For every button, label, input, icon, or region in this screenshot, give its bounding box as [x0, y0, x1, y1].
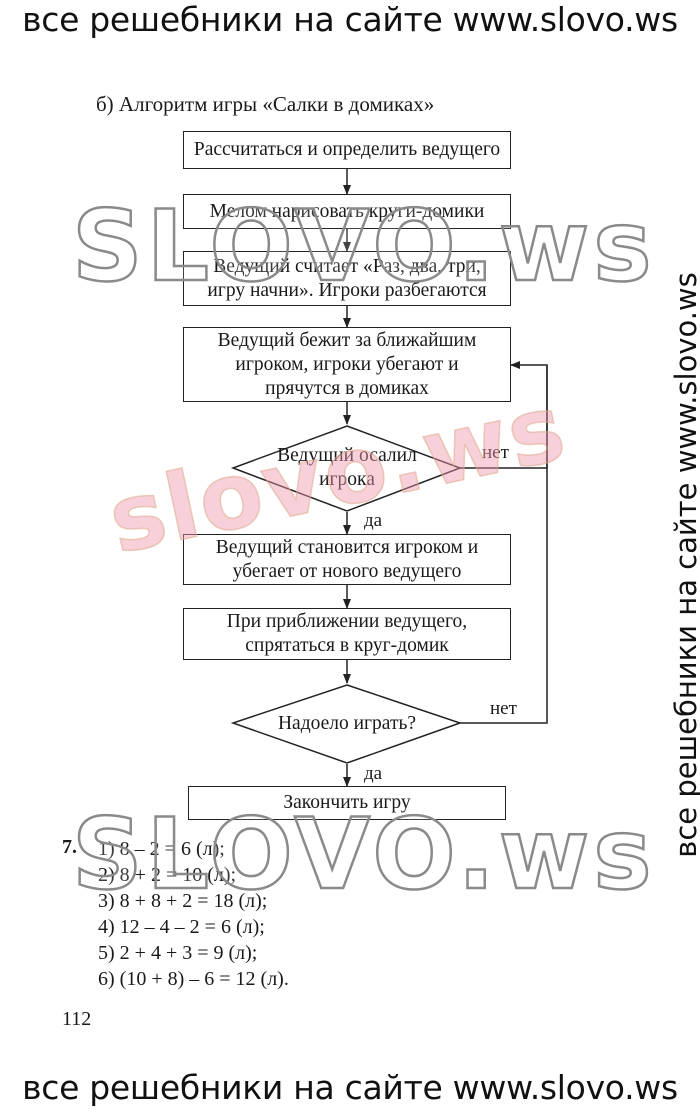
bottom-banner: все решебники на сайте www.slovo.ws — [22, 1068, 678, 1107]
decision-1-yes-label: да — [364, 510, 383, 531]
decision-1-diamond — [230, 425, 463, 512]
end-box: Закончить игру — [188, 786, 506, 820]
equation-4: 4) 12 – 4 – 2 = 6 (л); — [98, 916, 265, 938]
step-2-box: Мелом нарисовать круги-домики — [183, 194, 511, 229]
equation-1: 1) 8 – 2 = 6 (л); — [98, 838, 225, 860]
step-2-text: Мелом нарисовать круги-домики — [209, 200, 485, 222]
decision-2-no-label: нет — [490, 698, 517, 719]
equation-2: 2) 8 + 2 = 10 (л); — [98, 864, 237, 886]
decision-1-no-label: нет — [482, 442, 509, 463]
decision-2-yes-label: да — [364, 763, 383, 784]
top-banner: все решебники на сайте www.slovo.ws — [22, 0, 678, 39]
algorithm-caption: б) Алгоритм игры «Салки в домиках» — [96, 92, 435, 116]
equation-3: 3) 8 + 8 + 2 = 18 (л); — [98, 890, 268, 912]
decision-1-label: Ведущий осалил игрока — [277, 445, 417, 490]
page-number: 112 — [62, 1008, 92, 1030]
step-4-box: Ведущий бежит за ближайшим игроком, игро… — [183, 327, 511, 402]
step-3-text: Ведущий считает «Раз, два, три, игру нач… — [207, 255, 487, 301]
step-1-box: Рассчитаться и определить ведущего — [183, 131, 511, 169]
step-6-box: При приближении ведущего, спрятаться в к… — [183, 608, 511, 660]
equation-6: 6) (10 + 8) – 6 = 12 (л). — [98, 968, 289, 990]
decision-2-label: Надоело играть? — [277, 713, 417, 734]
loop-no-2 — [460, 365, 548, 724]
equation-5: 5) 2 + 4 + 3 = 9 (л); — [98, 942, 258, 964]
step-5-box: Ведущий становится игроком и убегает от … — [183, 534, 511, 585]
end-text: Закончить игру — [283, 792, 411, 813]
step-5-text: Ведущий становится игроком и убегает от … — [215, 536, 479, 582]
step-6-text: При приближении ведущего, спрятаться в к… — [226, 611, 468, 656]
exercise-number: 7. — [62, 836, 77, 858]
step-1-text: Рассчитаться и определить ведущего — [193, 139, 501, 160]
decision-2-diamond — [230, 684, 463, 764]
step-3-box: Ведущий считает «Раз, два, три, игру нач… — [183, 251, 511, 306]
step-4-text: Ведущий бежит за ближайшим игроком, игро… — [217, 329, 477, 399]
